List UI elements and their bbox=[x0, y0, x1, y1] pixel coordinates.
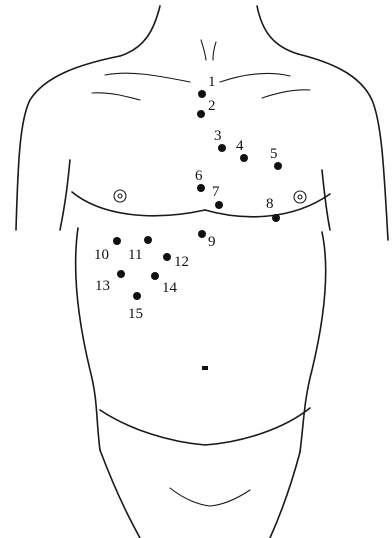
point-label-4: 4 bbox=[236, 138, 244, 154]
point-label-7: 7 bbox=[212, 184, 220, 200]
point-marker-9 bbox=[198, 230, 206, 238]
point-marker-13 bbox=[117, 270, 125, 278]
point-label-2: 2 bbox=[208, 98, 216, 114]
point-marker-1 bbox=[198, 90, 206, 98]
point-label-11: 11 bbox=[128, 247, 142, 263]
point-label-6: 6 bbox=[195, 168, 203, 184]
point-marker-6 bbox=[197, 184, 205, 192]
point-label-9: 9 bbox=[208, 234, 216, 250]
point-label-8: 8 bbox=[266, 196, 274, 212]
torso-outline bbox=[16, 6, 388, 538]
point-label-10: 10 bbox=[94, 247, 109, 263]
point-label-12: 12 bbox=[174, 254, 189, 270]
point-label-14: 14 bbox=[162, 280, 178, 296]
point-marker-7 bbox=[215, 201, 223, 209]
point-marker-3 bbox=[218, 144, 226, 152]
point-marker-10 bbox=[113, 237, 121, 245]
point-marker-14 bbox=[151, 272, 159, 280]
point-marker-12 bbox=[163, 253, 171, 261]
point-marker-11 bbox=[144, 236, 152, 244]
point-marker-4 bbox=[240, 154, 248, 162]
point-marker-2 bbox=[197, 110, 205, 118]
point-label-3: 3 bbox=[214, 128, 222, 144]
point-label-1: 1 bbox=[208, 74, 216, 90]
point-label-15: 15 bbox=[128, 306, 143, 322]
point-marker-15 bbox=[133, 292, 141, 300]
point-marker-5 bbox=[274, 162, 282, 170]
point-marker-8 bbox=[272, 214, 280, 222]
point-label-13: 13 bbox=[95, 278, 110, 294]
point-label-5: 5 bbox=[270, 146, 278, 162]
